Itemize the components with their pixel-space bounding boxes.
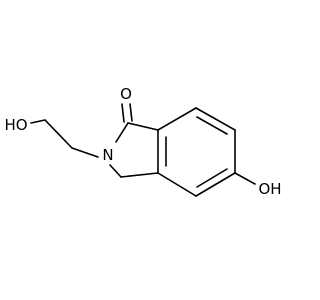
aromatic-hydroxyl-label: OH <box>258 180 281 198</box>
ring-nitrogen-label: N <box>102 146 113 164</box>
bond-c5-oh <box>234 172 256 185</box>
bond-c7a-c1 <box>127 122 159 131</box>
lactam-ring <box>109 122 159 178</box>
bond-co-b <box>129 103 133 122</box>
bond-c3-c3a <box>120 172 159 178</box>
bond-double-c7-c6 <box>196 116 228 135</box>
hydroxyethyl-chain <box>30 119 99 158</box>
bond-n-c3 <box>109 164 122 178</box>
bond-c7a-c7 <box>157 107 197 131</box>
bond-ch2-oh <box>30 119 46 124</box>
molecule-structure: O N HO OH <box>4 85 281 198</box>
bond-c1-n <box>115 122 129 143</box>
bond-double-c5-c4 <box>196 168 228 188</box>
bond-c7-c6 <box>195 107 236 131</box>
bond-ch2-ch2 <box>44 119 73 149</box>
bond-c4-c3a <box>157 172 197 197</box>
benzene-ring <box>157 107 236 197</box>
carbonyl-group <box>121 103 133 123</box>
bond-co-a <box>121 103 125 123</box>
side-chain-hydroxyl-label: HO <box>4 116 27 134</box>
carbonyl-oxygen-label: O <box>120 85 132 103</box>
bond-c5-c4 <box>195 172 236 197</box>
bond-n-ch2 <box>71 147 99 158</box>
